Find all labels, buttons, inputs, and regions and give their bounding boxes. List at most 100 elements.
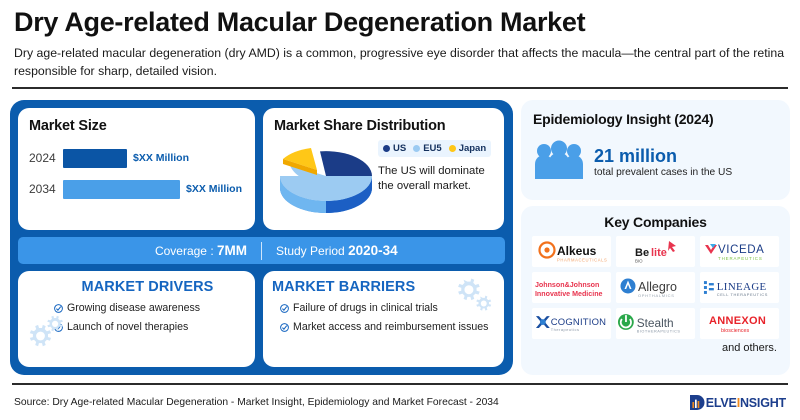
svg-text:COGNITION: COGNITION	[551, 316, 606, 327]
key-companies-heading: Key Companies	[604, 214, 707, 230]
legend-label-us: US	[393, 143, 407, 154]
study-period-label: Study Period	[276, 244, 345, 258]
footer: Source: Dry Age-related Macular Degenera…	[14, 394, 786, 411]
left-panel: Market Size 2024 $XX Million 2034 $XX Mi…	[10, 100, 513, 375]
legend-swatch-us	[383, 145, 390, 152]
market-share-note: The US will dominate the overall market.	[378, 165, 485, 192]
check-circle-icon	[280, 303, 289, 319]
market-barriers-card: MARKET BARRIERS Failure of drugs in clin…	[263, 271, 504, 367]
list-item-label: Market access and reimbursement issues	[293, 320, 489, 333]
epidemiology-caption: total prevalent cases in the US	[594, 166, 733, 178]
legend-item-us: US	[383, 143, 406, 154]
svg-text:ANNEXON: ANNEXON	[709, 315, 766, 327]
svg-text:Innovative Medicine: Innovative Medicine	[535, 289, 603, 297]
svg-text:Allegro: Allegro	[638, 280, 677, 294]
coverage-left: Coverage : 7MM	[18, 243, 261, 258]
bar-row-2024: 2024 $XX Million	[29, 147, 244, 169]
epidemiology-figure-block: 21 million total prevalent cases in the …	[594, 147, 732, 178]
list-item-label: Failure of drugs in clinical trials	[293, 302, 438, 314]
epidemiology-body: 21 million total prevalent cases in the …	[533, 140, 778, 185]
logo-annexon-biosciences: ANNEXON biosciences	[700, 308, 779, 339]
market-share-body: US EU5 Japan	[274, 140, 493, 213]
svg-text:OPHTHALMICS: OPHTHALMICS	[638, 293, 675, 298]
legend-swatch-japan	[448, 145, 456, 152]
bar-2024	[63, 148, 127, 168]
svg-text:Stealth: Stealth	[637, 315, 674, 329]
market-barriers-heading: MARKET BARRIERS	[272, 279, 416, 295]
logo-alkeus: Alkeus PHARMACEUTICALS	[532, 236, 611, 267]
list-item: Failure of drugs in clinical trials	[280, 301, 495, 319]
svg-text:Be: Be	[635, 247, 649, 259]
market-share-heading: Market Share Distribution	[274, 118, 446, 134]
svg-text:Johnson&Johnson: Johnson&Johnson	[535, 281, 599, 289]
logo-allegro-ophthalmics: Allegro OPHTHALMICS	[616, 272, 695, 303]
coverage-divider	[261, 241, 262, 260]
svg-text:BIOTHERAPEUTICS: BIOTHERAPEUTICS	[637, 329, 681, 333]
bar-year-label: 2024	[29, 151, 56, 165]
page-title: Dry Age-related Macular Degeneration Mar…	[14, 7, 586, 37]
svg-text:LINEAGE: LINEAGE	[717, 280, 767, 292]
list-item: Market access and reimbursement issues	[280, 320, 495, 338]
list-item: Growing disease awareness	[54, 301, 247, 319]
coverage-right: Study Period 2020-34	[262, 243, 505, 258]
legend-swatch-eu5	[413, 145, 421, 152]
page-subtitle: Dry age-related macular degeneration (dr…	[14, 45, 785, 78]
gears-icon	[454, 275, 498, 320]
svg-text:VICEDA: VICEDA	[718, 244, 764, 256]
body: Market Size 2024 $XX Million 2034 $XX Mi…	[10, 100, 790, 375]
coverage-strip: Coverage : 7MM Study Period 2020-34	[18, 237, 505, 264]
list-item: Launch of novel therapies	[54, 320, 247, 338]
bar-row-2034: 2034 $XX Million	[29, 178, 244, 200]
svg-text:PHARMACEUTICALS: PHARMACEUTICALS	[557, 257, 607, 262]
logo-belite-bio: Be lite BIO	[616, 236, 695, 267]
svg-text:lite: lite	[651, 247, 667, 259]
company-logo-grid: Alkeus PHARMACEUTICALS Be lite BIO	[532, 236, 779, 339]
epidemiology-heading: Epidemiology Insight (2024)	[533, 111, 714, 127]
people-group-icon	[533, 140, 585, 185]
svg-text:CELL THERAPEUTICS: CELL THERAPEUTICS	[717, 291, 768, 296]
list-item-label: Growing disease awareness	[67, 302, 201, 314]
key-companies-card: Key Companies Alkeus PHARMACEUTICALS	[521, 206, 790, 375]
logo-stealth-biotherapeutics: Stealth BIOTHERAPEUTICS	[616, 308, 695, 339]
logo-johnson-and-johnson: Johnson&Johnson Innovative Medicine	[532, 272, 611, 303]
svg-text:BIO: BIO	[635, 258, 643, 263]
epidemiology-figure: 21 million	[594, 146, 678, 167]
study-period-value: 2020-34	[348, 243, 398, 258]
footer-divider	[12, 383, 788, 385]
pie-chart	[274, 140, 378, 213]
source-text: Source: Dry Age-related Macular Degenera…	[14, 397, 499, 408]
bar-year-label: 2034	[29, 182, 56, 196]
brand-part-i: I	[736, 395, 741, 410]
bar-2034	[63, 179, 180, 199]
legend-label-eu5: EU5	[423, 143, 442, 154]
pie-legend: US EU5 Japan	[378, 140, 492, 157]
top-card-row: Market Size 2024 $XX Million 2034 $XX Mi…	[18, 108, 505, 230]
list-item-label: Launch of novel therapies	[67, 320, 189, 333]
market-share-card: Market Share Distribution	[263, 108, 504, 230]
market-drivers-heading: MARKET DRIVERS	[81, 279, 214, 295]
header-divider	[12, 87, 788, 90]
logo-aviceda: VICEDA THERAPEUTICS	[700, 236, 779, 267]
market-size-card: Market Size 2024 $XX Million 2034 $XX Mi…	[18, 108, 255, 230]
legend-item-japan: Japan	[448, 143, 487, 154]
gears-icon	[22, 314, 68, 359]
coverage-value: 7MM	[217, 243, 247, 258]
market-barriers-list: Failure of drugs in clinical trials Mark…	[272, 301, 495, 338]
header: Dry Age-related Macular Degeneration Mar…	[0, 0, 800, 80]
coverage-label: Coverage :	[154, 244, 214, 258]
check-circle-icon	[54, 303, 63, 319]
pie-chart-svg	[280, 148, 372, 213]
bar-value-2024: $XX Million	[133, 152, 190, 164]
logo-lineage: LINEAGE CELL THERAPEUTICS	[700, 272, 779, 303]
svg-text:THERAPEUTICS: THERAPEUTICS	[718, 256, 763, 261]
market-size-bar-chart: 2024 $XX Million 2034 $XX Million	[29, 147, 244, 200]
pie-legend-and-note: US EU5 Japan	[378, 140, 493, 212]
legend-label-japan: Japan	[458, 143, 487, 154]
brand-part-elve: ELVE	[705, 395, 737, 410]
check-circle-icon	[280, 322, 289, 338]
market-drivers-card: MARKET DRIVERS Growing disease awareness	[18, 271, 255, 367]
delveinsight-mark-icon	[689, 395, 705, 410]
delveinsight-logo: ELVEINSIGHT	[689, 394, 786, 411]
right-panel: Epidemiology Insight (2024)	[521, 100, 790, 375]
